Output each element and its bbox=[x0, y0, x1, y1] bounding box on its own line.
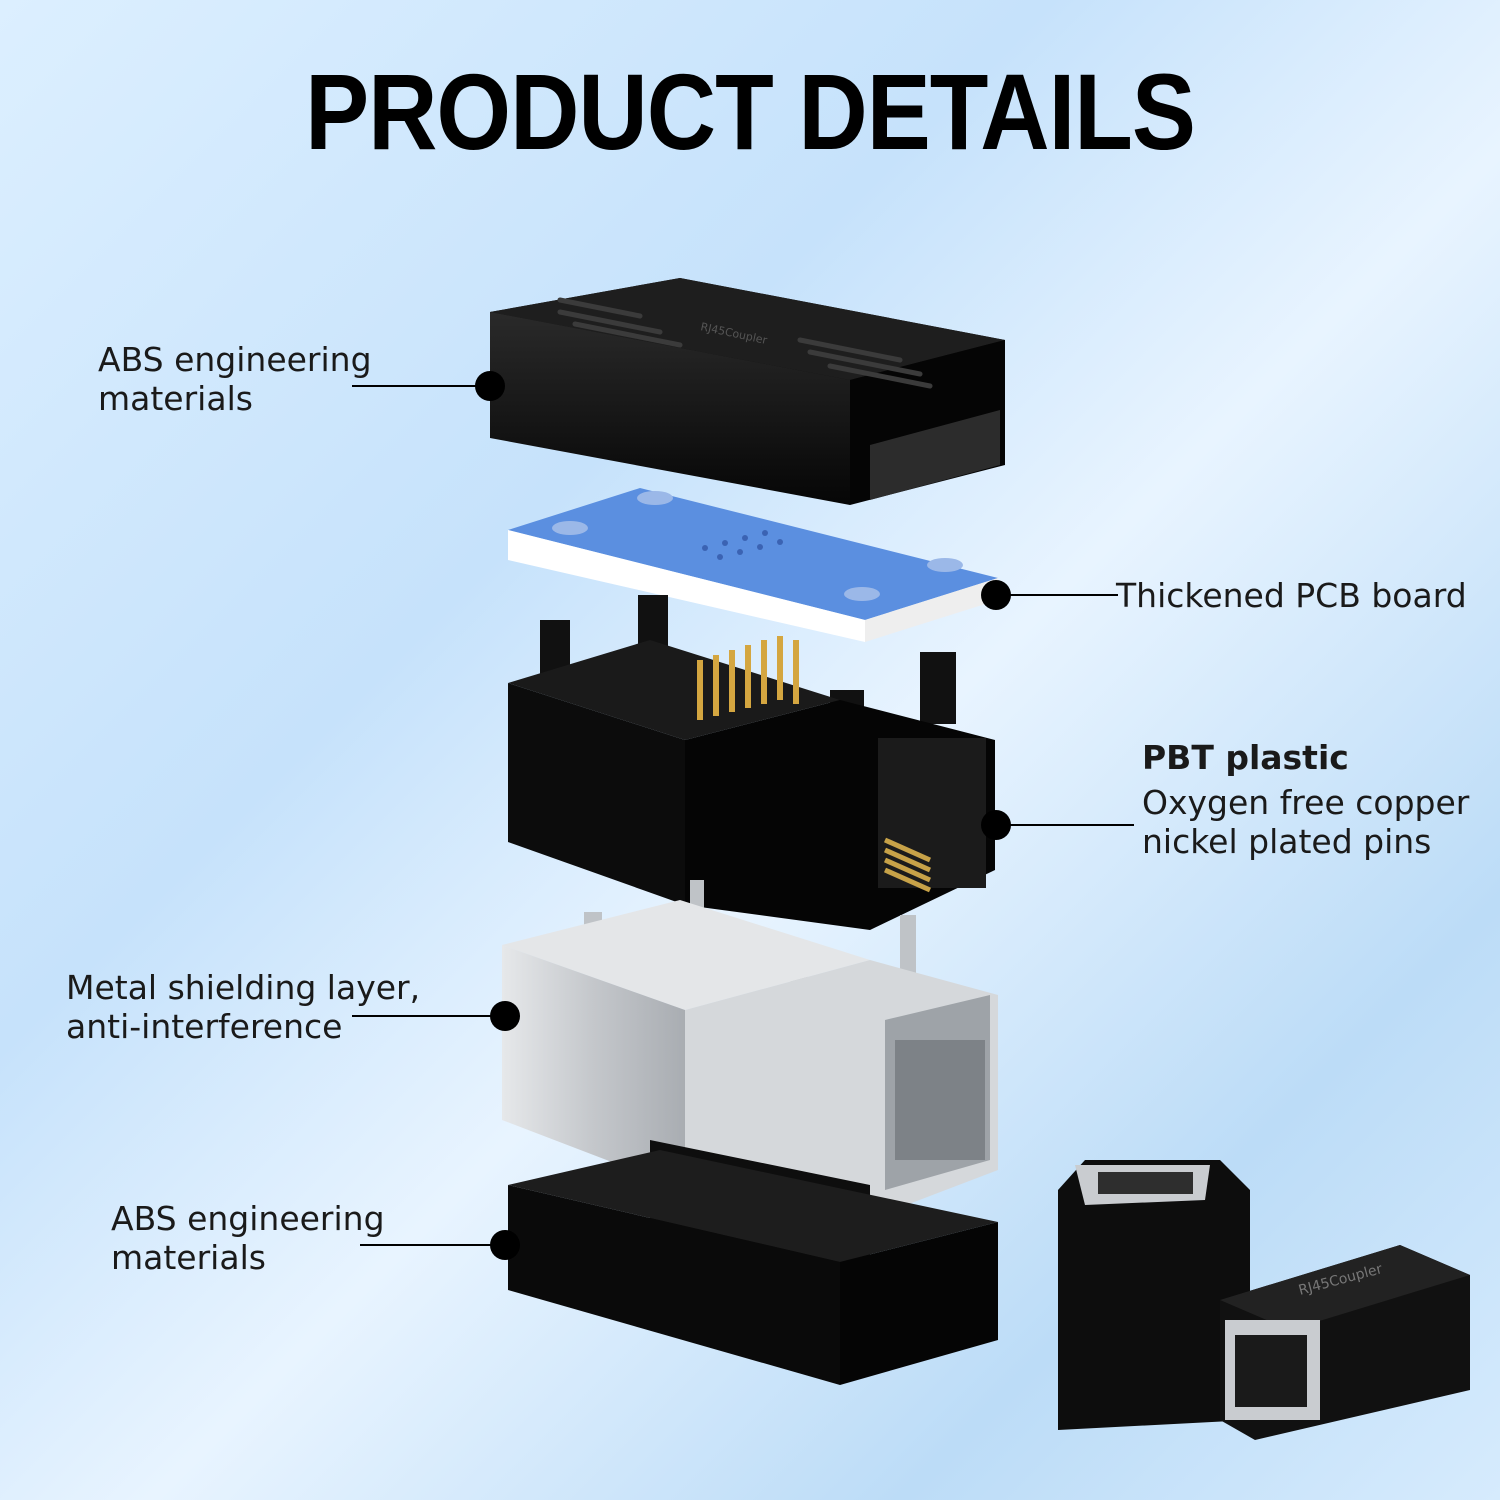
callout-pcb bbox=[981, 580, 1118, 610]
pcb-board bbox=[508, 488, 998, 642]
callout-dot-abs-bottom bbox=[490, 1230, 520, 1260]
callout-pbt bbox=[981, 810, 1134, 840]
label-abs-bottom-line2: materials bbox=[111, 1238, 266, 1277]
metal-shield bbox=[502, 880, 998, 1215]
callout-dot-pcb bbox=[981, 580, 1011, 610]
callout-abs-top bbox=[352, 371, 505, 401]
label-abs-bottom: ABS engineering materials bbox=[111, 1199, 385, 1277]
pbt-body bbox=[508, 595, 995, 930]
label-metal: Metal shielding layer, anti-interference bbox=[66, 968, 420, 1046]
label-pcb: Thickened PCB board bbox=[1116, 576, 1467, 615]
top-abs-cover: RJ45Coupler bbox=[490, 278, 1005, 505]
callout-dot-pbt bbox=[981, 810, 1011, 840]
page-title: PRODUCT DETAILS bbox=[305, 52, 1196, 173]
callout-metal bbox=[352, 1001, 520, 1031]
label-metal-line2: anti-interference bbox=[66, 1007, 343, 1046]
label-abs-top-line1: ABS engineering bbox=[98, 340, 372, 379]
label-metal-line1: Metal shielding layer, bbox=[66, 968, 421, 1007]
label-pbt: PBT plastic Oxygen free copper nickel pl… bbox=[1142, 738, 1469, 861]
callout-dot-metal bbox=[490, 1001, 520, 1031]
label-abs-top: ABS engineering materials bbox=[98, 340, 372, 418]
label-pbt-line1: Oxygen free copper bbox=[1142, 783, 1470, 822]
label-pbt-heading: PBT plastic bbox=[1142, 738, 1349, 777]
callout-dot-abs-top bbox=[475, 371, 505, 401]
label-pcb-line1: Thickened PCB board bbox=[1116, 576, 1467, 615]
label-pbt-line2: nickel plated pins bbox=[1142, 822, 1432, 861]
callout-abs-bottom bbox=[360, 1230, 520, 1260]
assembled-couplers: RJ45Coupler bbox=[1058, 1160, 1470, 1440]
bottom-abs-cover bbox=[508, 1140, 998, 1385]
label-abs-top-line2: materials bbox=[98, 379, 253, 418]
label-abs-bottom-line1: ABS engineering bbox=[111, 1199, 385, 1238]
